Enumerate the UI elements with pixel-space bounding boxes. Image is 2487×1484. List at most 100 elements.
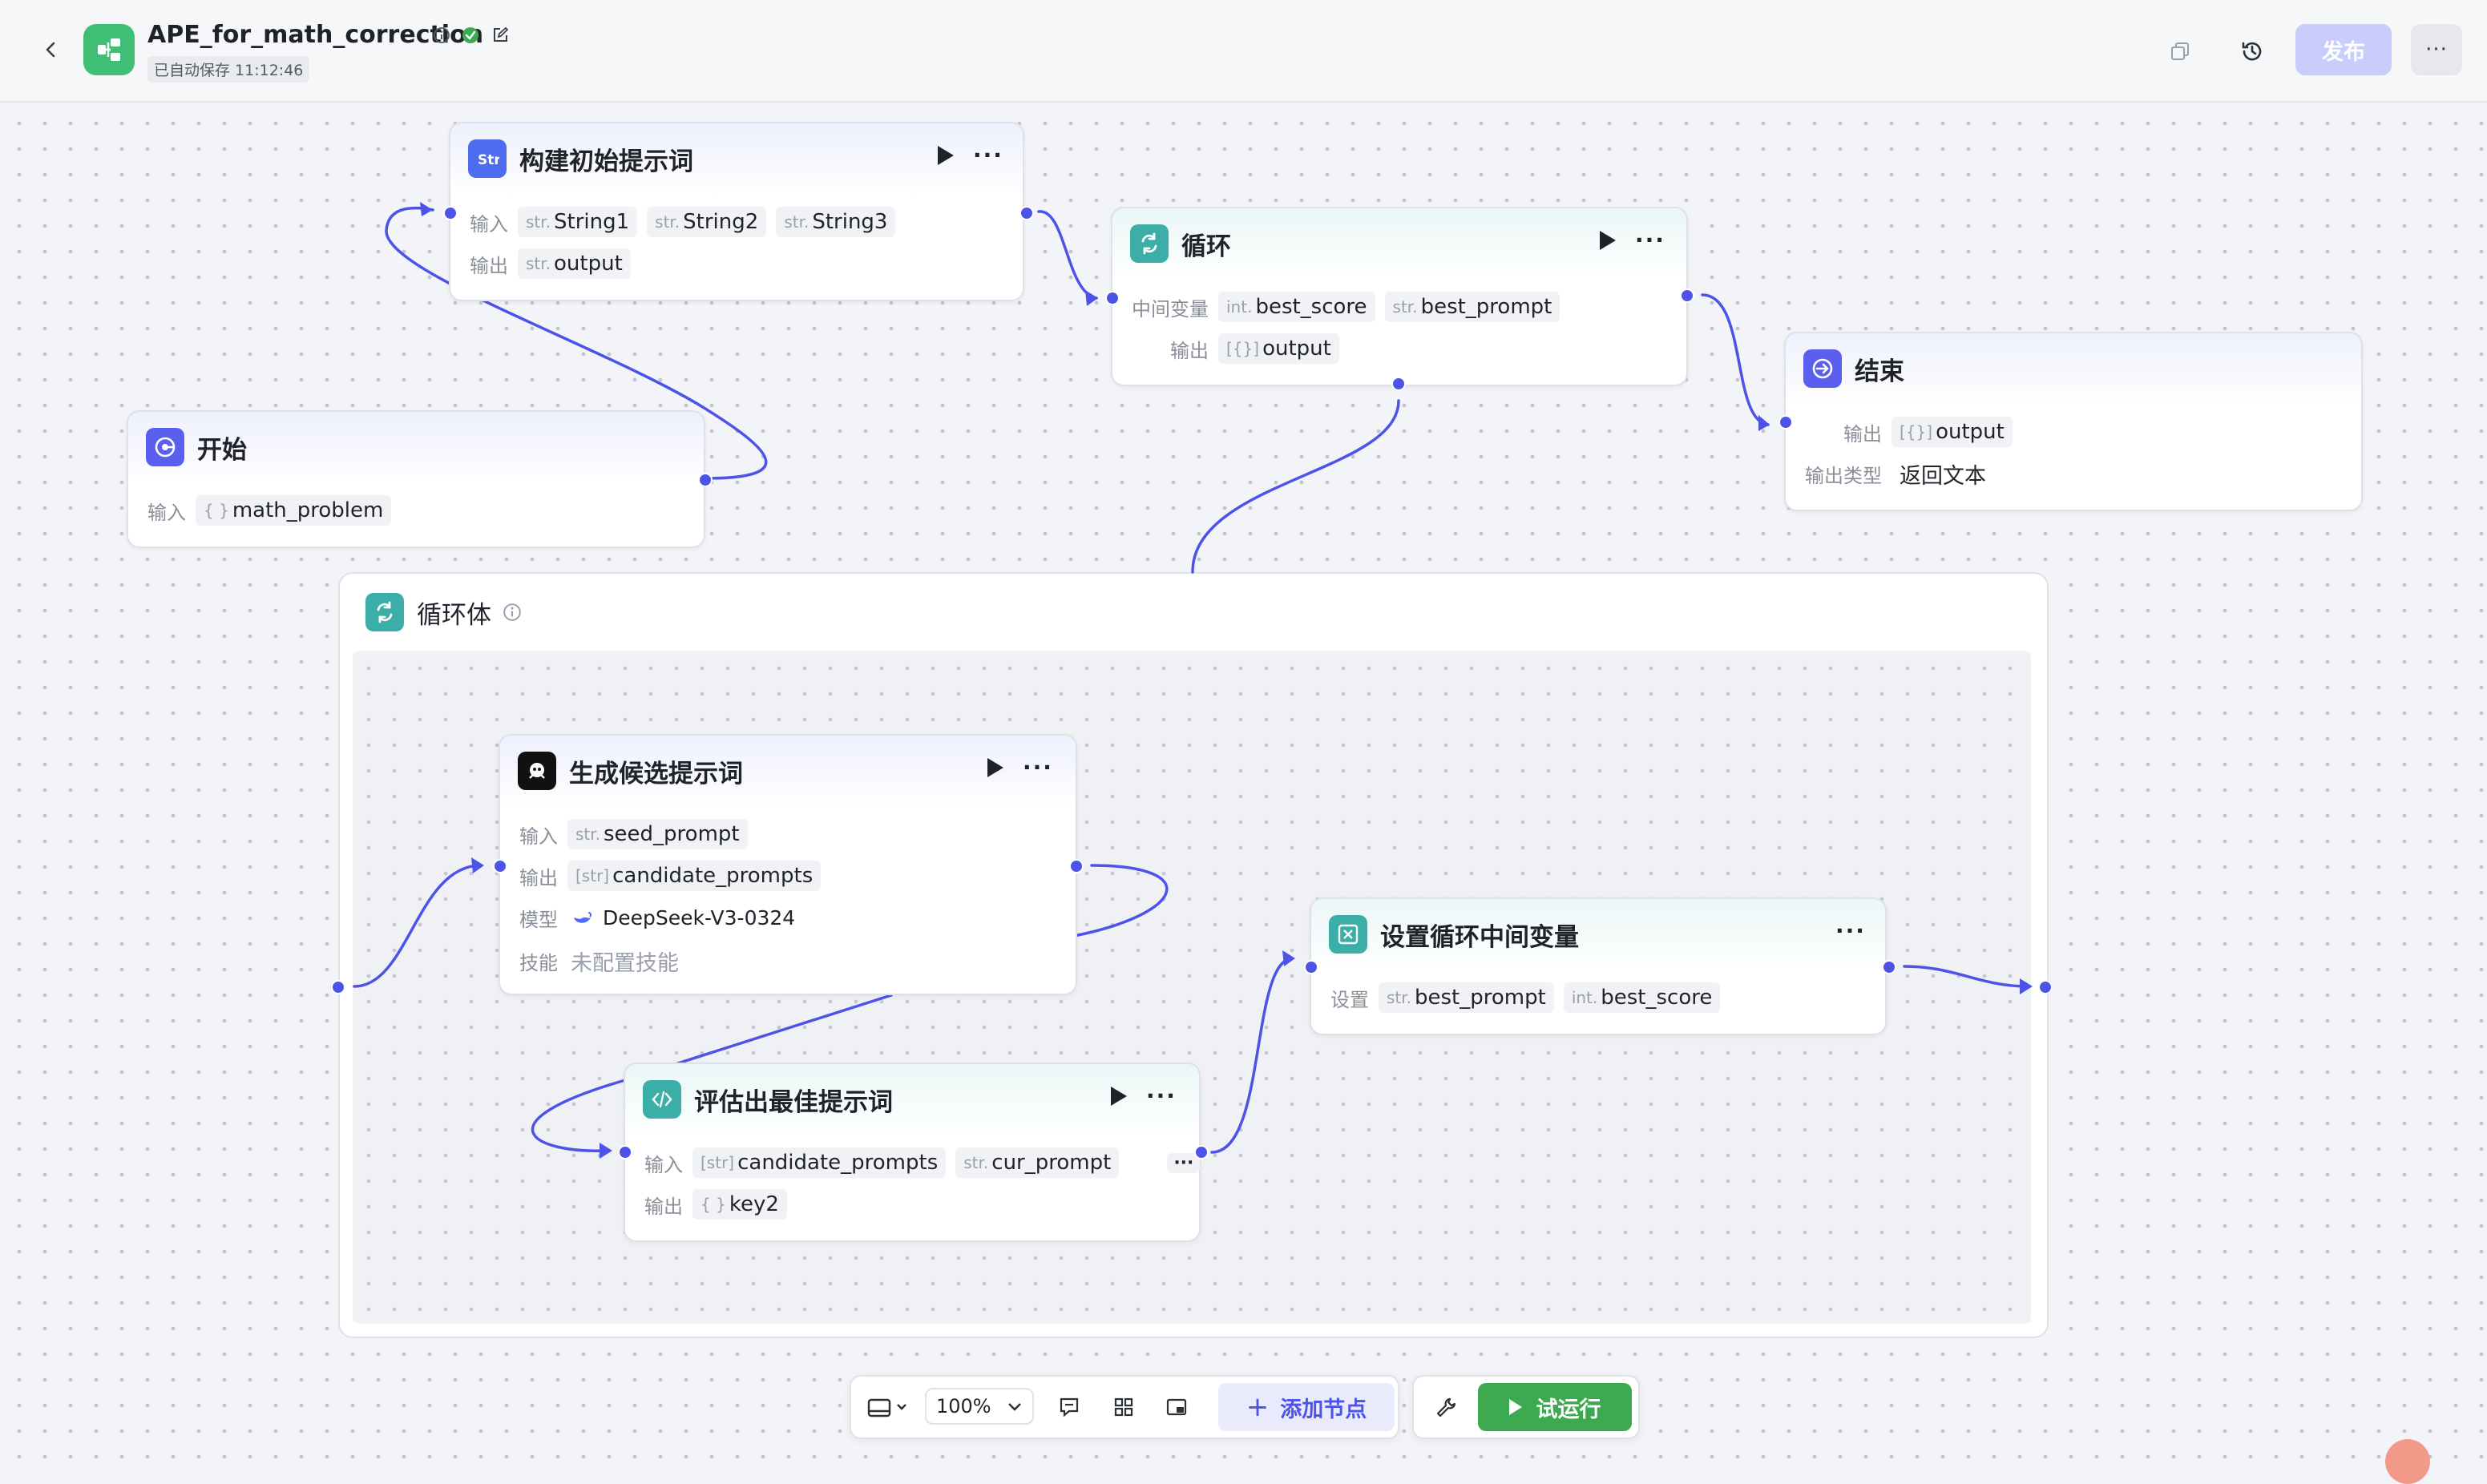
test-run-label: 试运行	[1536, 1397, 1601, 1422]
play-icon	[1508, 1399, 1522, 1415]
edit-icon[interactable]	[491, 26, 510, 45]
node-title: 结束	[1855, 357, 1904, 386]
back-button[interactable]	[35, 34, 67, 66]
auto-layout-button[interactable]	[1106, 1391, 1141, 1423]
run-node-icon[interactable]	[1111, 1087, 1127, 1106]
output-tag: [str]candidate_prompts	[567, 861, 822, 891]
chevron-left-icon	[46, 42, 55, 58]
output-tag: [{}]output	[1218, 333, 1339, 364]
input-port[interactable]	[1105, 291, 1120, 305]
input-tag: { }math_problem	[196, 495, 392, 526]
chevron-down-icon	[1008, 1403, 1021, 1411]
info-icon[interactable]	[433, 26, 450, 44]
interaction-mode-button[interactable]	[864, 1391, 912, 1423]
input-port[interactable]	[1304, 960, 1318, 974]
wrench-icon	[1436, 1397, 1456, 1417]
set-label: 设置	[1330, 988, 1369, 1011]
minimap-button[interactable]	[1159, 1391, 1194, 1423]
node-header: 循环	[1130, 224, 1231, 263]
output-port[interactable]	[1680, 288, 1694, 303]
output-type-label: 输出类型	[1805, 465, 1882, 487]
loop-body-port[interactable]	[1391, 377, 1406, 391]
info-icon[interactable]	[503, 603, 522, 622]
output-port[interactable]	[698, 473, 713, 487]
output-port[interactable]	[1019, 206, 1034, 220]
node-loop[interactable]: 循环 ··· 中间变量 int.best_score str.best_prom…	[1111, 207, 1688, 386]
start-icon	[146, 428, 184, 466]
node-title: 评估出最佳提示词	[694, 1087, 893, 1117]
svg-text:Str: Str	[478, 152, 499, 168]
loop-body-header: 循环体	[365, 593, 522, 631]
skill-label: 技能	[519, 952, 558, 974]
app-title: APE_for_math_correction	[147, 21, 484, 49]
more-inputs-button[interactable]: ···	[1167, 1152, 1201, 1173]
input-port[interactable]	[443, 206, 458, 220]
output-port[interactable]	[1069, 859, 1084, 873]
output-label: 输出	[1170, 339, 1209, 362]
publish-button[interactable]: 发布	[2295, 24, 2392, 75]
comment-button[interactable]	[1052, 1391, 1087, 1423]
loop-body-start-port[interactable]	[331, 980, 345, 994]
node-more-icon[interactable]: ···	[973, 142, 1003, 168]
input-port[interactable]	[618, 1145, 632, 1159]
loop-body-title: 循环体	[417, 600, 491, 630]
node-build-initial-prompt[interactable]: Str 构建初始提示词 ··· 输入 str.String1 str.Strin…	[449, 122, 1024, 301]
node-generate-candidates[interactable]: 生成候选提示词 ··· 输入 str.seed_prompt 输出 [str]c…	[499, 734, 1077, 995]
var-tag: str.best_prompt	[1384, 292, 1560, 322]
zoom-value: 100%	[936, 1395, 991, 1417]
node-header: 结束	[1803, 349, 1904, 388]
comment-icon	[1060, 1397, 1079, 1417]
skill-value: 未配置技能	[571, 951, 679, 976]
zoom-select[interactable]: 100%	[925, 1388, 1034, 1425]
node-title: 循环	[1181, 232, 1231, 261]
workflow-logo-icon	[83, 24, 135, 75]
input-label: 输入	[147, 501, 186, 524]
add-node-label: 添加节点	[1280, 1397, 1367, 1422]
test-run-button[interactable]: 试运行	[1478, 1383, 1632, 1431]
model-label: 模型	[519, 909, 558, 931]
node-title: 设置循环中间变量	[1380, 922, 1579, 952]
llm-icon	[518, 752, 556, 790]
history-button[interactable]	[2235, 34, 2270, 69]
run-node-icon[interactable]	[987, 758, 1003, 777]
node-more-icon[interactable]: ···	[1835, 917, 1866, 944]
more-options-button[interactable]: ···	[2411, 24, 2462, 75]
minimap-icon	[1166, 1398, 1187, 1416]
canvas-toolbar: 100% + 添加节点	[850, 1375, 1399, 1439]
copy-button[interactable]	[2164, 35, 2196, 67]
node-start[interactable]: 开始 输入 { }math_problem	[127, 410, 705, 548]
mouse-mode-icon	[867, 1398, 906, 1417]
output-tag: str.output	[518, 248, 631, 279]
add-node-button[interactable]: + 添加节点	[1218, 1383, 1395, 1431]
run-node-icon[interactable]	[1600, 231, 1616, 250]
output-tag: { }key2	[692, 1189, 787, 1220]
output-label: 输出	[519, 866, 558, 889]
output-label: 输出	[644, 1195, 683, 1218]
plus-icon: +	[1246, 1391, 1270, 1423]
node-header: Str 构建初始提示词	[468, 139, 693, 178]
debug-tools-button[interactable]	[1428, 1391, 1464, 1423]
output-port[interactable]	[1194, 1145, 1209, 1159]
check-circle-icon	[462, 27, 478, 43]
var-tag: int.best_score	[1563, 982, 1721, 1013]
input-tag: str.cur_prompt	[955, 1147, 1120, 1178]
loop-body-end-port[interactable]	[2038, 980, 2053, 994]
input-label: 输入	[644, 1153, 683, 1176]
node-set-loop-variables[interactable]: 设置循环中间变量 ··· 设置 str.best_prompt int.best…	[1310, 897, 1887, 1035]
code-icon	[643, 1080, 681, 1119]
var-tag: int.best_score	[1218, 292, 1375, 322]
input-port[interactable]	[493, 859, 507, 873]
grid-layout-icon	[1114, 1397, 1133, 1417]
node-more-icon[interactable]: ···	[1146, 1083, 1177, 1109]
run-node-icon[interactable]	[938, 146, 954, 165]
node-more-icon[interactable]: ···	[1635, 227, 1665, 253]
input-port[interactable]	[1778, 415, 1793, 429]
output-port[interactable]	[1882, 960, 1896, 974]
node-end[interactable]: 结束 输出 [{}]output 输出类型 返回文本	[1784, 332, 2363, 511]
input-tag: str.seed_prompt	[567, 819, 748, 849]
node-more-icon[interactable]: ···	[1023, 754, 1053, 780]
assistant-avatar[interactable]	[2385, 1439, 2430, 1484]
loop-icon	[365, 593, 404, 631]
node-evaluate-best-prompt[interactable]: 评估出最佳提示词 ··· 输入 [str]candidate_prompts s…	[624, 1063, 1201, 1242]
output-type-value[interactable]: 返回文本	[1900, 464, 1986, 489]
